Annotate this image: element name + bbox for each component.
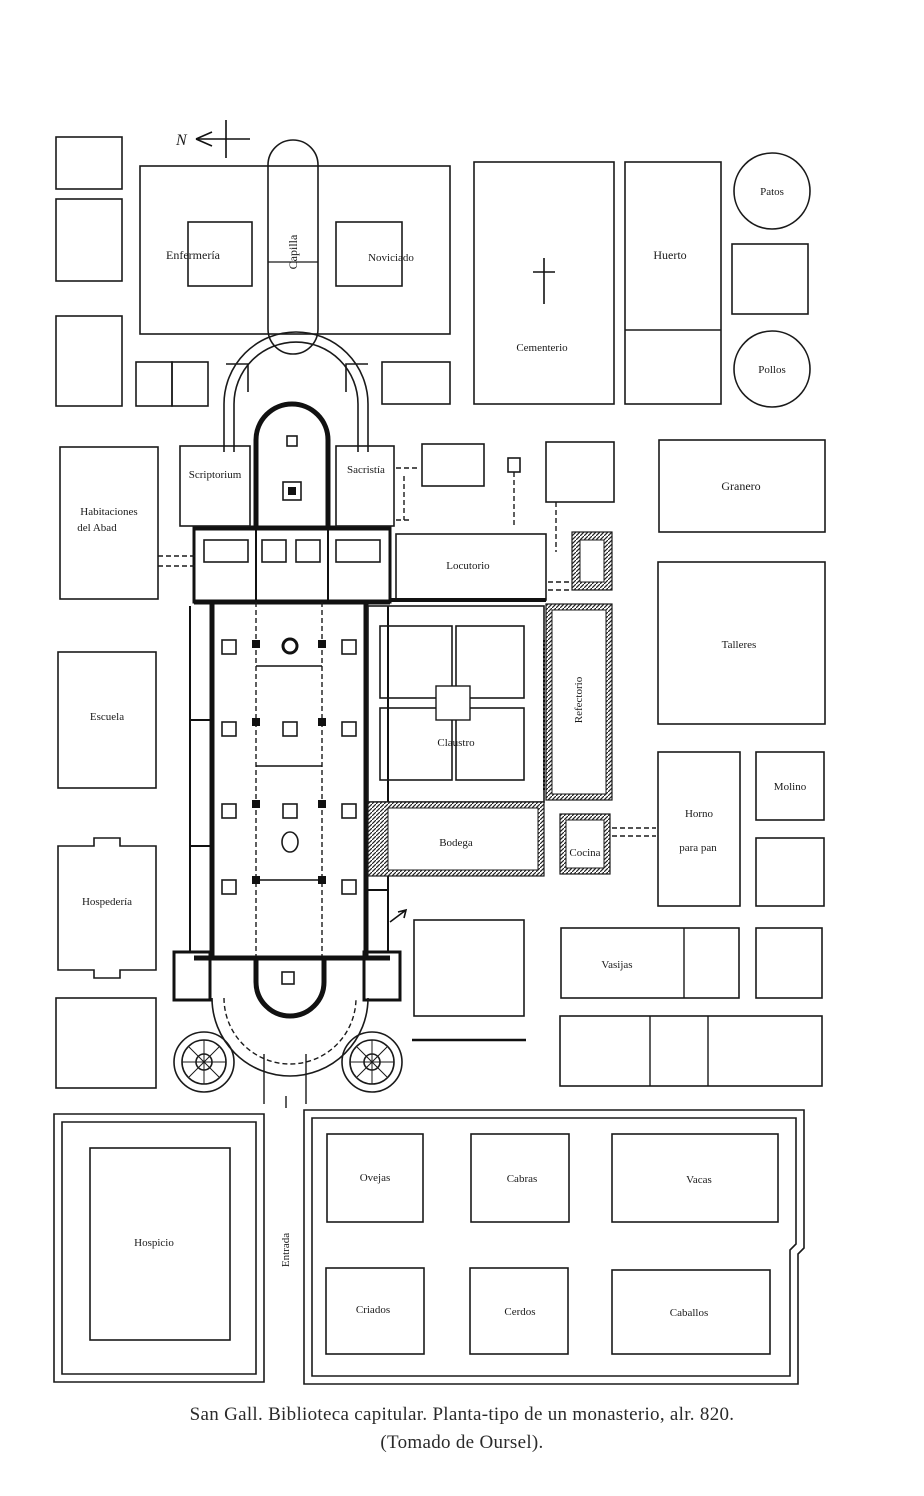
hospicio-enclosure bbox=[53, 1113, 265, 1383]
small-privy bbox=[507, 457, 521, 473]
room-granero: Granero bbox=[721, 479, 760, 493]
room-locutorio: Locutorio bbox=[446, 560, 490, 572]
outbuilding-sacristy-east bbox=[421, 443, 485, 487]
room-horno-1: Horno bbox=[685, 808, 714, 820]
hospederia-building bbox=[57, 837, 157, 979]
patos-coop bbox=[733, 152, 811, 230]
cloister-fountain bbox=[435, 685, 471, 721]
room-cementerio: Cementerio bbox=[516, 342, 568, 354]
keeper-house bbox=[731, 243, 809, 315]
cementerio-area bbox=[473, 161, 615, 405]
compass-label: N bbox=[175, 132, 188, 149]
enfermeria-court bbox=[187, 221, 253, 287]
room-claustro: Claustro bbox=[437, 737, 475, 749]
room-noviciado: Noviciado bbox=[368, 252, 414, 264]
caballos-building bbox=[611, 1269, 771, 1355]
escuela-building bbox=[57, 651, 157, 789]
abbey-church bbox=[172, 331, 403, 1108]
room-refectorio: Refectorio bbox=[573, 676, 585, 723]
room-habitaciones-1: Habitaciones bbox=[80, 506, 137, 518]
outbuilding-sw bbox=[55, 997, 157, 1089]
room-talleres: Talleres bbox=[722, 639, 757, 651]
horno-building bbox=[657, 751, 741, 907]
molino-building bbox=[755, 751, 825, 821]
scriptorium-room bbox=[179, 445, 251, 527]
sacristia-room bbox=[335, 445, 395, 527]
room-hospicio: Hospicio bbox=[134, 1237, 174, 1249]
room-scriptorium: Scriptorium bbox=[189, 469, 242, 481]
room-capilla: Capilla bbox=[286, 234, 300, 269]
abbot-house bbox=[59, 446, 159, 600]
noviciado-court bbox=[335, 221, 403, 287]
room-pollos: Pollos bbox=[758, 364, 786, 376]
pollos-coop bbox=[733, 330, 811, 408]
vasijas-building bbox=[560, 927, 740, 999]
outbuilding-nw-3 bbox=[55, 315, 123, 407]
room-huerto: Huerto bbox=[653, 248, 686, 262]
outbuilding-e-2 bbox=[755, 927, 823, 999]
outbuilding-e-1 bbox=[755, 837, 825, 907]
outbuilding-nw-2 bbox=[55, 198, 123, 282]
entrance-arrow bbox=[389, 908, 408, 923]
outbuilding-long-se bbox=[559, 1015, 823, 1087]
room-cocina: Cocina bbox=[569, 847, 600, 859]
room-molino: Molino bbox=[774, 781, 807, 793]
compass: N bbox=[175, 120, 250, 158]
room-sacristia: Sacristía bbox=[347, 464, 385, 476]
small-room-c bbox=[381, 361, 451, 405]
room-cabras: Cabras bbox=[507, 1173, 538, 1185]
room-criados: Criados bbox=[356, 1304, 390, 1316]
room-patos: Patos bbox=[760, 186, 784, 198]
cabras-building bbox=[470, 1133, 570, 1223]
room-bodega: Bodega bbox=[439, 837, 473, 849]
talleres-building bbox=[657, 561, 826, 725]
caption-line-1: San Gall. Biblioteca capitular. Planta-t… bbox=[189, 1404, 735, 1425]
room-horno-2: para pan bbox=[679, 842, 717, 854]
granero-building bbox=[658, 439, 826, 533]
cerdos-building bbox=[469, 1267, 569, 1355]
outbuilding-nw-1 bbox=[55, 136, 123, 190]
room-ovejas: Ovejas bbox=[360, 1172, 391, 1184]
outbuilding-granary-west bbox=[545, 441, 615, 503]
small-room-b bbox=[171, 361, 209, 407]
room-hospederia: Hospedería bbox=[82, 896, 132, 908]
livestock-enclosure bbox=[303, 1109, 805, 1385]
ovejas-building bbox=[326, 1133, 424, 1223]
criados-building bbox=[325, 1267, 425, 1355]
small-room-a bbox=[135, 361, 173, 407]
vacas-building bbox=[611, 1133, 779, 1223]
room-habitaciones-2: del Abad bbox=[77, 522, 117, 534]
huerto-area bbox=[624, 161, 722, 405]
compass-arrowhead bbox=[195, 131, 213, 147]
room-entrada: Entrada bbox=[280, 1233, 292, 1267]
room-enfermeria: Enfermería bbox=[166, 248, 221, 262]
caption-line-2: (Tomado de Oursel). bbox=[380, 1432, 544, 1453]
room-vacas: Vacas bbox=[686, 1174, 712, 1186]
infirmary-novitiate-complex bbox=[139, 165, 451, 335]
capilla-building bbox=[267, 139, 319, 355]
room-cerdos: Cerdos bbox=[504, 1306, 535, 1318]
room-vasijas: Vasijas bbox=[601, 959, 632, 971]
hospicio-building bbox=[89, 1147, 231, 1341]
outbuilding-west-court bbox=[413, 919, 525, 1017]
room-escuela: Escuela bbox=[90, 711, 124, 723]
cross-icon bbox=[533, 258, 555, 304]
room-caballos: Caballos bbox=[670, 1307, 709, 1319]
abbot-passage bbox=[158, 555, 196, 567]
